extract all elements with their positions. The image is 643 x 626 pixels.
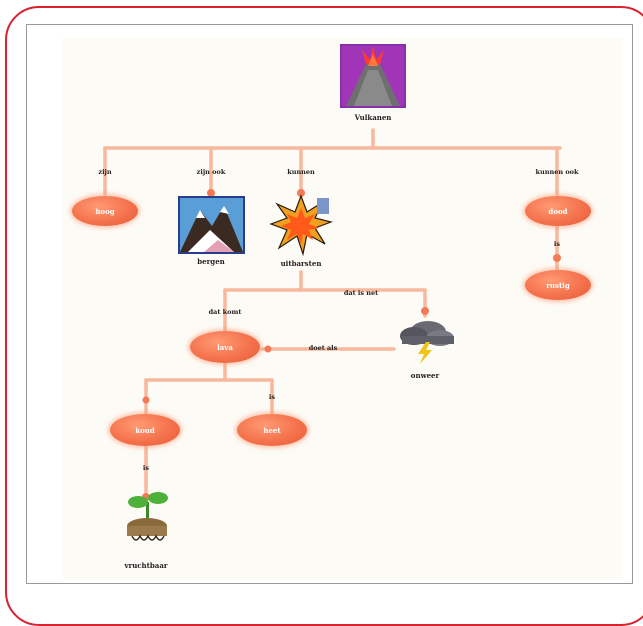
explosion-icon — [269, 194, 334, 257]
label-dat-is-net: dat is net — [343, 289, 379, 297]
arrow-bergen — [207, 189, 215, 197]
label-kunnen: kunnen — [287, 168, 315, 176]
connector-lines — [103, 128, 562, 501]
label-doet-als: doet als — [308, 344, 338, 352]
arrow-koud — [142, 396, 150, 404]
label-zijn: zijn — [98, 168, 112, 176]
label-is-heet: is — [268, 393, 276, 401]
sprout-icon — [122, 488, 172, 546]
label-zijn-ook: zijn ook — [196, 168, 226, 176]
node-dood: dood — [525, 196, 591, 226]
mountains-icon — [178, 196, 245, 254]
caption-uitbarsten: uitbarsten — [280, 259, 322, 268]
label-kunnen-ook: kunnen ook — [535, 168, 579, 176]
caption-onweer: onweer — [410, 371, 440, 380]
label-is-vrucht: is — [142, 464, 150, 472]
arrow-uitbarsten — [297, 189, 305, 197]
diagram-canvas — [62, 38, 622, 578]
volcano-icon — [340, 44, 406, 108]
storm-cloud-icon — [394, 316, 458, 364]
caption-bergen: bergen — [197, 257, 225, 266]
arrow-lava — [264, 345, 272, 353]
root-caption: Vulkanen — [354, 113, 392, 122]
arrow-rustig — [553, 254, 561, 262]
node-rustig: rustig — [525, 270, 591, 300]
label-is-rustig: is — [553, 240, 561, 248]
node-heet: heet — [237, 414, 307, 446]
label-dat-komt: dat komt — [208, 308, 242, 316]
node-lava: lava — [190, 331, 260, 363]
caption-vruchtbaar: vruchtbaar — [124, 561, 168, 570]
node-koud: koud — [110, 414, 180, 446]
arrow-onweer — [421, 307, 429, 315]
node-hoog: hoog — [72, 196, 138, 226]
